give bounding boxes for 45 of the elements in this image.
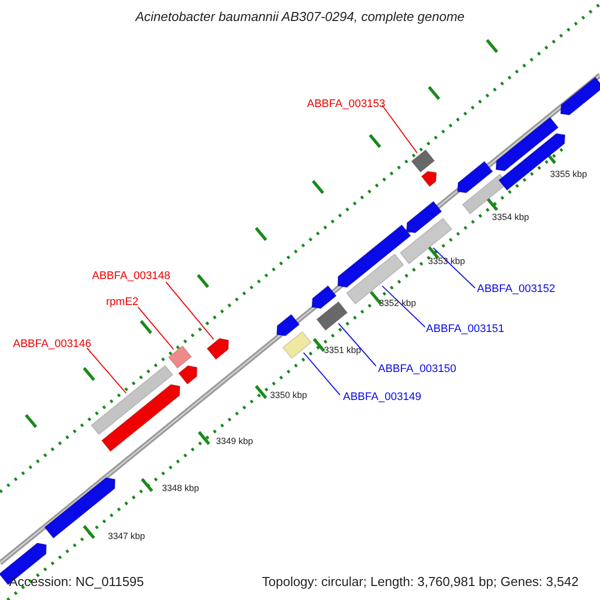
leader-line: [432, 247, 476, 288]
leader-line: [166, 282, 214, 340]
gene-feature-bar: [456, 160, 494, 194]
gene-feature-bar: [410, 149, 436, 173]
diagram-title: Acinetobacter baumannii AB307-0294, complete genome: [134, 10, 466, 24]
leader-line: [382, 285, 426, 328]
gene-label: ABBFA_003153: [307, 98, 386, 110]
gene-feature-bar: [178, 365, 198, 385]
leader-line: [338, 323, 376, 366]
leader-line: [303, 352, 340, 396]
gene-feature-bar: [311, 285, 337, 309]
gene-feature-bar: [168, 345, 192, 369]
gene-feature-bar: [406, 200, 442, 234]
tick-label: 3355 kbp: [550, 170, 588, 180]
tick-label: 3350 kbp: [270, 391, 308, 401]
gene-feature-bar: [316, 301, 348, 331]
leader-line: [86, 348, 127, 394]
gene-feature-bar: [90, 364, 174, 436]
leader-line: [138, 306, 174, 350]
gene-feature-bar: [495, 116, 559, 172]
tick-label: 3348 kbp: [162, 484, 200, 494]
gene-label: ABBFA_003151: [426, 323, 504, 336]
tick-label: 3347 kbp: [108, 532, 146, 542]
gene-feature-bar: [337, 224, 412, 288]
tick-label: 3352 kbp: [379, 299, 416, 309]
gene-feature-bar: [282, 331, 312, 359]
accession-text: Accession: NC_011595: [9, 575, 144, 590]
tick-label: 3351 kbp: [324, 346, 362, 356]
gene-label: ABBFA_003149: [343, 391, 422, 404]
tick-label: 3353 kbp: [428, 257, 466, 267]
gene-label: rpmE2: [106, 296, 138, 308]
gene-feature-bar: [560, 76, 600, 116]
tick-label: 3354 kbp: [492, 213, 530, 223]
gene-feature-bar: [400, 218, 452, 264]
leader-line: [382, 104, 418, 154]
gene-feature-bar: [420, 170, 437, 188]
gene-feature-bar: [100, 384, 180, 452]
gene-feature-bar: [206, 338, 230, 360]
gene-label: ABBFA_003146: [13, 338, 92, 350]
tick-label: 3349 kbp: [216, 437, 254, 447]
genome-summary-text: Topology: circular; Length: 3,760,981 bp; Genes: 3,542: [262, 575, 579, 590]
gene-label: ABBFA_003150: [378, 363, 456, 376]
gene-feature-bar: [276, 314, 300, 336]
gene-label: ABBFA_003152: [477, 283, 556, 296]
gene-label: ABBFA_003148: [92, 270, 170, 282]
